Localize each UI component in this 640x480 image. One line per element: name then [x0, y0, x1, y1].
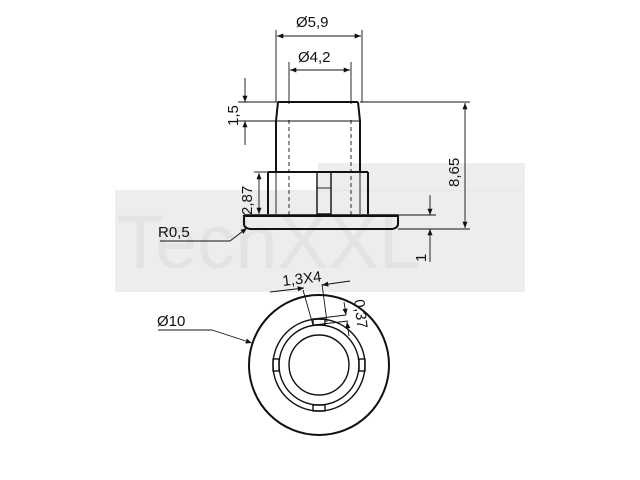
watermark-text: TechXXL	[117, 200, 421, 285]
rib-tab-top	[312, 318, 326, 326]
label-inner-diameter-top: Ø4,2	[298, 49, 331, 66]
label-chamfer-height: 1,5	[225, 105, 242, 126]
label-rib-depth: 0,37	[350, 298, 370, 329]
rib-tab-left	[272, 358, 280, 372]
label-flange-thickness: 1	[413, 254, 430, 262]
dim-rib-size: 1,3X4	[269, 268, 351, 326]
bore-circle	[288, 334, 350, 396]
watermark: TechXXL	[115, 163, 525, 292]
label-rib-size: 1,3X4	[281, 268, 322, 290]
label-total-height: 8,65	[446, 158, 463, 187]
label-outer-diameter-top: Ø5,9	[296, 14, 329, 31]
label-rib-height: 2,87	[239, 186, 256, 215]
dim-rib-height: 2,87	[239, 171, 268, 215]
side-view	[243, 101, 399, 230]
dim-inner-diameter-top: Ø4,2	[288, 49, 352, 104]
top-view	[248, 294, 390, 436]
flange-outer-circle	[248, 294, 390, 436]
label-flange-diameter: Ø10	[157, 313, 185, 330]
rib-slot	[316, 171, 332, 215]
dim-flange-thickness: 1	[398, 195, 436, 262]
rib-tab-right	[358, 358, 366, 372]
flange-outline	[243, 215, 399, 230]
chamfer-circle	[278, 324, 360, 406]
label-flange-radius: R0,5	[158, 224, 190, 241]
dim-outer-diameter-top: Ø5,9	[275, 14, 363, 102]
rib-tab-bottom	[312, 404, 326, 412]
dim-chamfer-height: 1,5	[225, 78, 278, 145]
dim-flange-diameter: Ø10	[157, 313, 253, 344]
dim-total-height: 8,65	[360, 101, 470, 230]
dim-flange-radius: R0,5	[158, 224, 248, 242]
dim-rib-depth: 0,37	[312, 298, 370, 337]
rib-outer-circle	[272, 318, 366, 412]
